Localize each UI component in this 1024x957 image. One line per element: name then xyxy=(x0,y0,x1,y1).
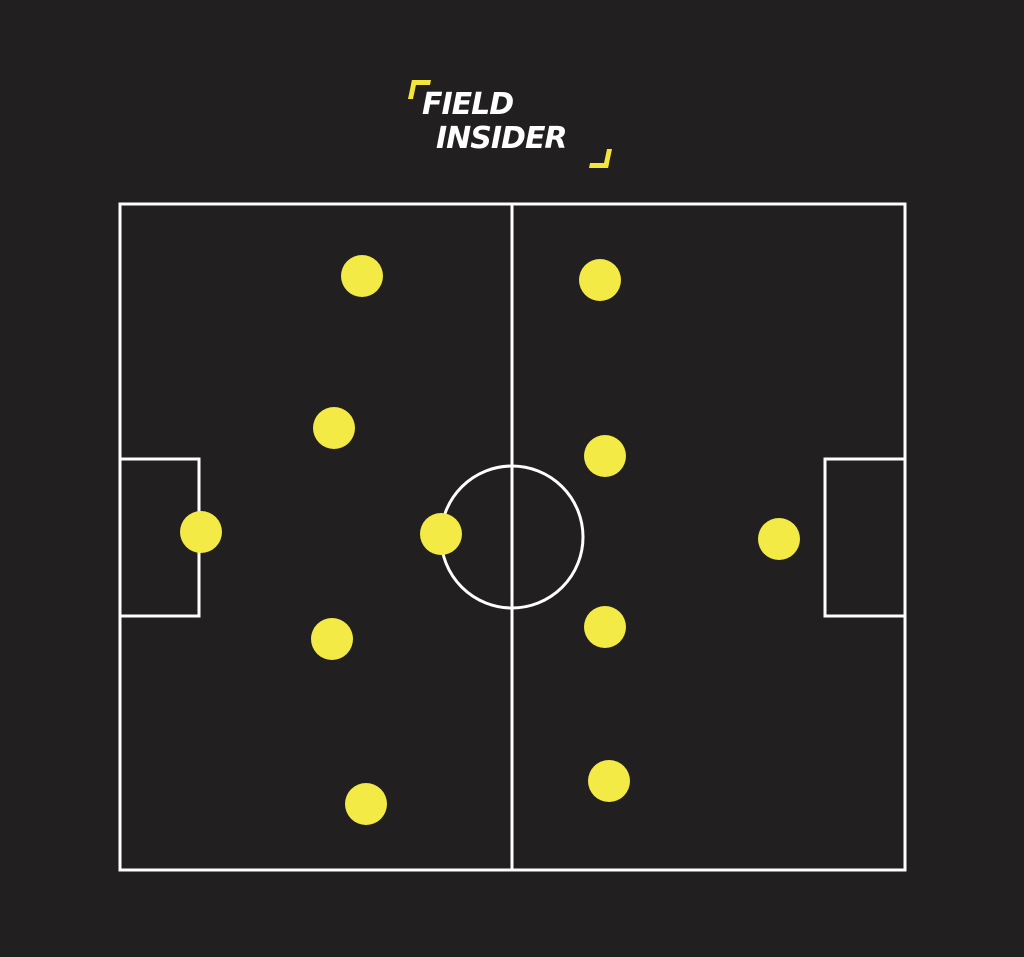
player-marker-left-defender xyxy=(313,407,355,449)
right-goal-box xyxy=(823,457,907,618)
player-marker-left-midfielder xyxy=(341,255,383,297)
logo-text-insider: INSIDER xyxy=(436,121,568,156)
player-marker-right-midfielder xyxy=(584,435,626,477)
player-marker-left-midfielder xyxy=(420,513,462,555)
player-marker-left-defender xyxy=(311,618,353,660)
player-marker-right-midfielder xyxy=(588,760,630,802)
player-marker-right-midfielder xyxy=(584,606,626,648)
logo-text-field: FIELD xyxy=(422,87,514,122)
player-markers xyxy=(180,255,800,825)
player-marker-right-midfielder xyxy=(579,259,621,301)
player-marker-left-forward xyxy=(345,783,387,825)
player-marker-left-goalkeeper xyxy=(180,511,222,553)
field-insider-logo: FIELD INSIDER xyxy=(407,78,614,170)
player-marker-right-goalkeeper xyxy=(758,518,800,560)
